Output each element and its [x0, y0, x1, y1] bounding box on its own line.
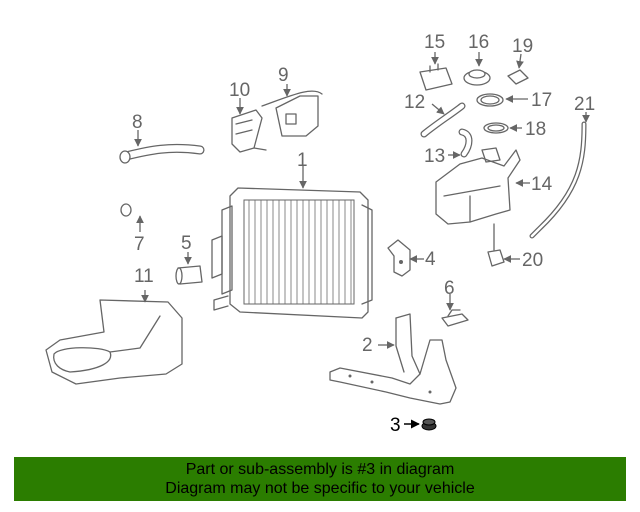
- hose-part-13: [458, 128, 473, 158]
- hose-part-21: [529, 121, 587, 239]
- cap-part-16: [463, 69, 491, 86]
- clip-part-19: [507, 69, 529, 85]
- callout-17: 17: [531, 90, 552, 111]
- callout-8: 8: [132, 112, 143, 133]
- callout-10: 10: [229, 80, 250, 101]
- bracket-part-4: [387, 239, 411, 277]
- module-part-9: [261, 90, 323, 137]
- hose-part-7: [120, 164, 200, 217]
- parts-diagram: 1 2 3 4 5 6 7: [45, 32, 595, 436]
- sensor-part-20: [487, 223, 505, 267]
- callout-15: 15: [424, 32, 445, 53]
- callout-5: 5: [181, 233, 192, 254]
- seal-ring-part-17: [476, 93, 504, 107]
- banner-line-2: Diagram may not be specific to your vehi…: [165, 480, 475, 497]
- info-banner: Part or sub-assembly is #3 in diagram Di…: [14, 457, 626, 501]
- clip-part-6: [441, 309, 469, 327]
- callout-16: 16: [468, 32, 489, 53]
- banner-line-1: Part or sub-assembly is #3 in diagram: [185, 461, 455, 478]
- bracket-part-2: [329, 313, 457, 405]
- callout-13: 13: [424, 146, 445, 167]
- bracket-part-10: [231, 109, 267, 153]
- sleeve-part-5: [175, 265, 203, 285]
- connector-part-15: [419, 63, 453, 91]
- callout-4: 4: [425, 249, 436, 270]
- callout-12: 12: [404, 92, 425, 113]
- callout-11: 11: [134, 266, 154, 287]
- callout-2: 2: [362, 335, 373, 356]
- callout-18: 18: [525, 119, 546, 140]
- callout-9: 9: [278, 65, 289, 86]
- callout-6: 6: [444, 278, 455, 299]
- hose-part-8: [119, 143, 205, 164]
- callout-14: 14: [531, 174, 553, 195]
- gasket-part-18: [483, 122, 509, 134]
- hose-part-12: [420, 102, 466, 138]
- plug-part-3: [421, 418, 437, 431]
- callout-1: 1: [297, 150, 308, 171]
- callout-19: 19: [512, 36, 533, 57]
- callout-21: 21: [574, 94, 595, 115]
- radiator-part-1: [211, 187, 373, 319]
- callout-7: 7: [134, 234, 145, 255]
- callout-20: 20: [522, 250, 543, 271]
- air-duct-part-11: [45, 299, 183, 385]
- expansion-tank-part-14: [435, 147, 521, 225]
- callout-3: 3: [390, 415, 401, 436]
